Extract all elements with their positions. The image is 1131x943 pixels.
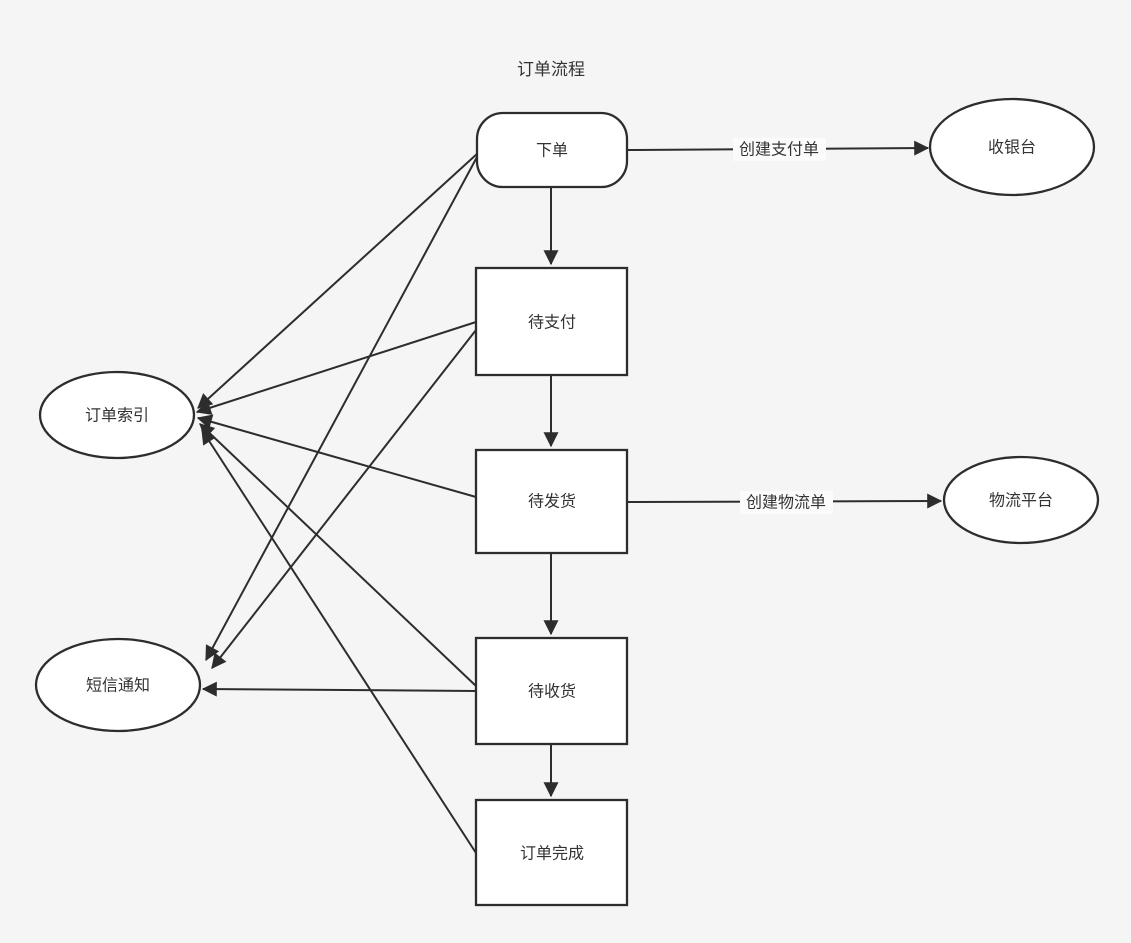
edge-label-create-logistics-order: 创建物流单 [740, 491, 833, 514]
edge-pending-receipt-to-order-index [199, 423, 477, 687]
node-logistics-platform-shape [942, 455, 1100, 545]
node-cashier-label: 收银台 [988, 139, 1036, 157]
edge-label-background [740, 491, 833, 514]
node-pending-payment-label: 待支付 [528, 314, 576, 332]
node-sms-notification-shape [34, 637, 202, 733]
node-order-complete-shape [474, 798, 629, 907]
node-sms-notification-label: 短信通知 [86, 677, 150, 695]
node-pending-shipment-shape [474, 448, 629, 555]
node-order-complete: 订单完成 [474, 798, 629, 907]
node-place-order-shape [475, 111, 629, 189]
edge-place-order-to-order-index [197, 152, 479, 409]
node-order-index-shape [38, 370, 196, 460]
node-order-index: 订单索引 [38, 370, 196, 460]
node-place-order-label: 下单 [536, 142, 568, 160]
node-sms-notification: 短信通知 [34, 637, 202, 733]
edge-pending-shipment-to-order-index [196, 414, 477, 498]
node-pending-shipment: 待发货 [474, 448, 629, 555]
edge-place-order-to-sms-notification [205, 156, 478, 662]
node-pending-receipt: 待收货 [474, 636, 629, 746]
node-pending-payment: 待支付 [474, 266, 629, 377]
node-place-order: 下单 [475, 111, 629, 189]
edge-order-complete-to-order-index [201, 428, 477, 854]
node-logistics-platform: 物流平台 [942, 455, 1100, 545]
diagram-title: 订单流程 [517, 60, 585, 79]
edge-pending-payment-to-order-index [195, 321, 477, 415]
node-cashier: 收银台 [928, 97, 1096, 197]
node-pending-receipt-shape [474, 636, 629, 746]
edge-pending-receipt-to-sms-notification [201, 681, 477, 697]
edge-label-text: 创建支付单 [739, 141, 819, 159]
edge-label-text: 创建物流单 [746, 494, 826, 512]
node-pending-payment-shape [474, 266, 629, 377]
node-pending-shipment-label: 待发货 [528, 493, 576, 511]
node-order-complete-label: 订单完成 [520, 845, 584, 863]
edge-label-create-payment-order: 创建支付单 [733, 138, 826, 161]
node-cashier-shape [928, 97, 1096, 197]
node-pending-receipt-label: 待收货 [528, 683, 576, 701]
node-order-index-label: 订单索引 [85, 407, 149, 425]
node-logistics-platform-label: 物流平台 [989, 492, 1053, 510]
edge-pending-payment-to-sms-notification [211, 329, 477, 669]
edge-label-background [733, 138, 826, 161]
